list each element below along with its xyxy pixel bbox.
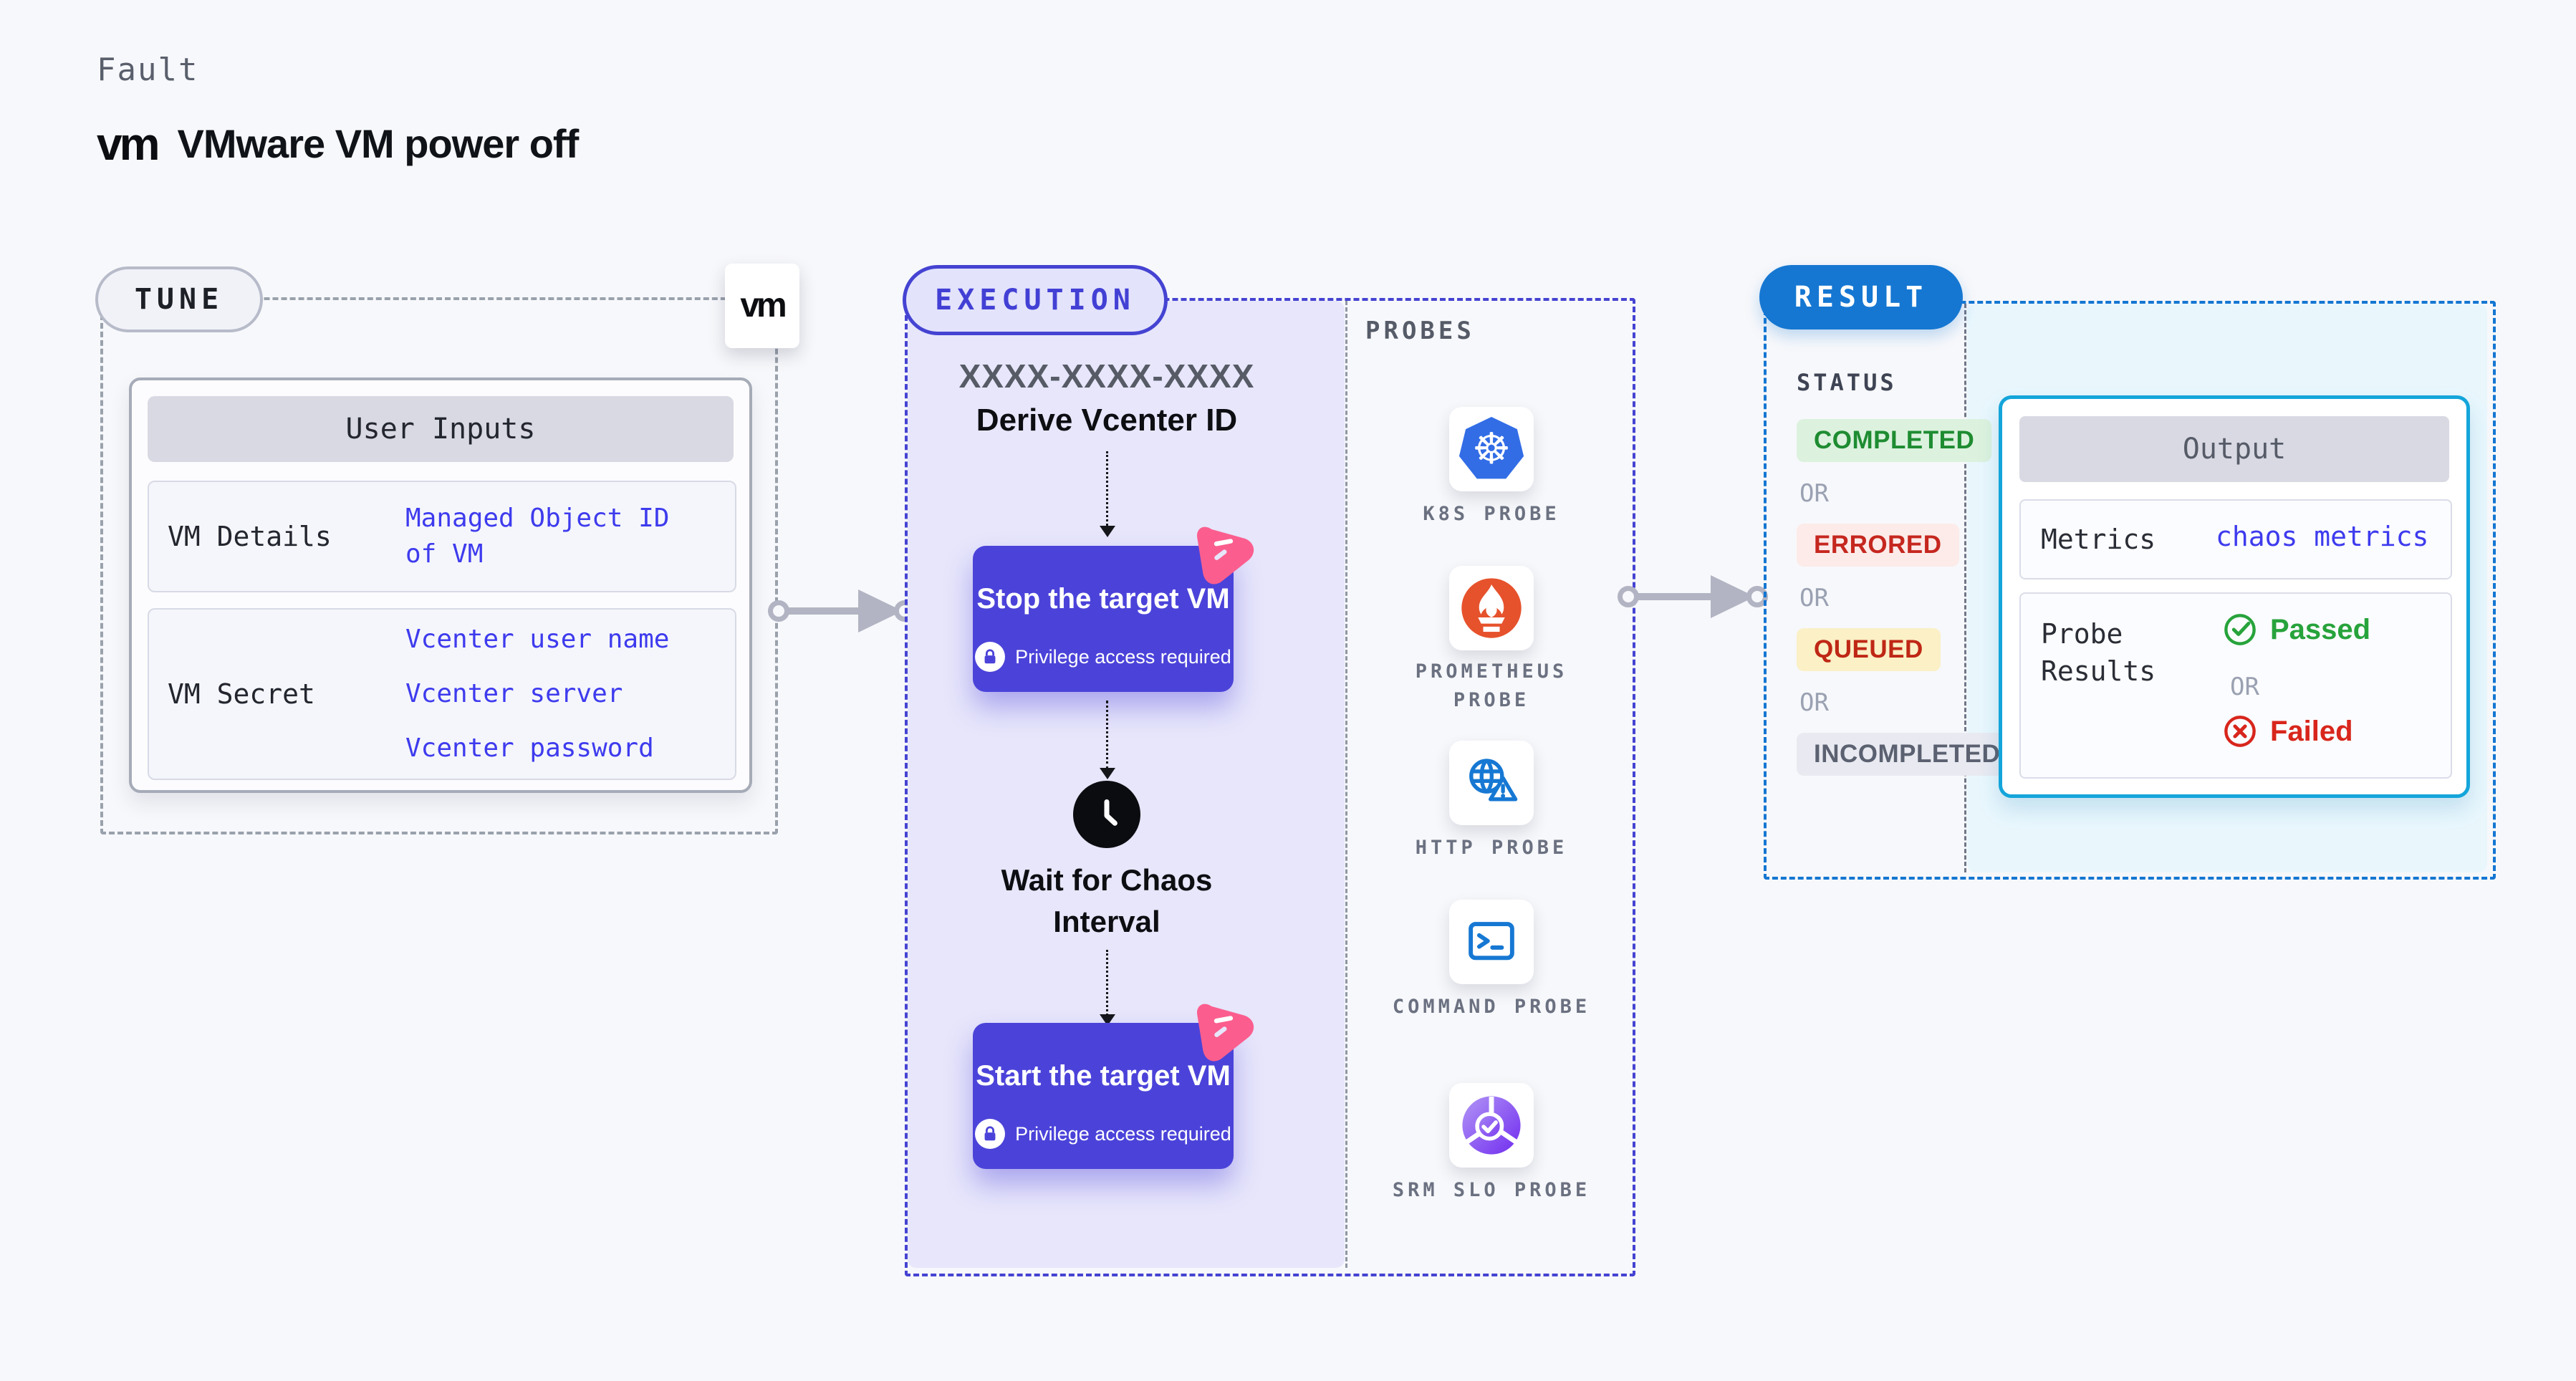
clock-icon: [1073, 781, 1140, 848]
row-value: Managed Object ID of VM: [405, 504, 670, 569]
user-input-row-vm-details: VM Details Managed Object ID of VM: [148, 481, 736, 592]
flow-arrow-icon: [1100, 526, 1115, 537]
passed-label: Passed: [2270, 613, 2371, 645]
lock-icon: [975, 642, 1006, 672]
output-row-metrics: Metrics chaos metrics: [2019, 499, 2452, 579]
lock-icon: [975, 1119, 1006, 1149]
or-label: OR: [1799, 688, 1829, 717]
status-badge-incompleted: INCOMPLETED: [1797, 733, 2018, 776]
output-box: Output Metrics chaos metrics Probe Resul…: [1999, 395, 2470, 798]
prometheus-icon: [1461, 578, 1522, 638]
failed-row: Failed: [2223, 714, 2353, 749]
execution-probes-divider: [1345, 301, 1347, 1268]
user-inputs-title: User Inputs: [148, 396, 734, 462]
x-circle-icon: [2224, 716, 2256, 747]
metrics-value: chaos metrics: [2216, 521, 2429, 552]
row-values: Vcenter user name Vcenter server Vcenter…: [405, 622, 713, 766]
probes-title: PROBES: [1365, 317, 1475, 345]
vmware-logo-icon: vm: [97, 117, 160, 170]
probe-card-prometheus: [1449, 566, 1534, 650]
execution-section-frame: [905, 298, 1635, 1276]
tune-badge: TUNE: [95, 266, 263, 332]
status-title: STATUS: [1797, 369, 1897, 396]
probe-label: K8S PROBE: [1423, 503, 1560, 525]
probe-label: COMMAND PROBE: [1392, 996, 1591, 1018]
user-inputs-card: User Inputs VM Details Managed Object ID…: [129, 377, 752, 793]
derive-vcenter-title: Derive Vcenter ID: [976, 403, 1238, 438]
status-list: COMPLETED OR ERRORED OR QUEUED OR INCOMP…: [1797, 419, 2018, 776]
vmware-card: vm: [725, 264, 799, 348]
or-label: OR: [1799, 584, 1829, 612]
flow-arrow-icon: [1100, 768, 1115, 779]
probe-card-srm-slo: [1449, 1083, 1534, 1168]
row-label: Probe Results: [2041, 618, 2156, 687]
page-title: VMware VM power off: [177, 121, 580, 166]
execution-badge: EXECUTION: [903, 265, 1168, 335]
wait-step-label: Wait for Chaos Interval: [1001, 863, 1213, 938]
row-label: VM Secret: [168, 678, 315, 710]
row-value: Vcenter server: [405, 679, 623, 708]
flow-connector: [1106, 451, 1108, 526]
arrow-tune-to-execution: [785, 607, 860, 615]
row-value: Vcenter password: [405, 733, 654, 763]
row-values: Managed Object ID of VM: [405, 501, 713, 572]
probe-label: SRM SLO PROBE: [1392, 1179, 1591, 1201]
step-title: Start the target VM: [976, 1060, 1231, 1092]
status-badge-queued: QUEUED: [1797, 628, 1941, 671]
arrow-execution-to-result: [1636, 593, 1712, 600]
litmus-chaos-icon: [1197, 1004, 1254, 1062]
probe-card-command: [1449, 900, 1534, 984]
page-title-row: vm VMware VM power off: [97, 117, 580, 170]
vmware-logo-icon: vm: [740, 287, 787, 324]
terminal-icon: [1469, 922, 1514, 961]
row-value: Vcenter user name: [405, 625, 670, 654]
row-label: VM Details: [168, 521, 332, 552]
probe-label: HTTP PROBE: [1415, 837, 1568, 859]
kubernetes-icon: ☸: [1458, 417, 1524, 479]
srm-slo-donut-icon: [1462, 1096, 1521, 1155]
step-title: Stop the target VM: [976, 583, 1230, 615]
fault-eyebrow: Fault: [97, 52, 199, 88]
user-input-row-vm-secret: VM Secret Vcenter user name Vcenter serv…: [148, 608, 736, 780]
start-target-vm-step: Start the target VM Privilege access req…: [973, 1004, 1254, 1169]
probe-card-http: [1449, 741, 1534, 825]
step-note: Privilege access required: [1015, 1122, 1231, 1145]
passed-row: Passed: [2223, 612, 2370, 647]
result-section-frame: [1764, 301, 2496, 880]
stop-target-vm-step: Stop the target VM Privilege access requ…: [973, 526, 1254, 692]
output-row-probe-results: Probe Results Passed OR Failed: [2019, 592, 2452, 779]
step-note: Privilege access required: [1015, 645, 1231, 668]
output-title: Output: [2019, 416, 2449, 482]
status-badge-errored: ERRORED: [1797, 524, 1959, 567]
flow-connector: [1106, 950, 1108, 1016]
or-label: OR: [1799, 479, 1829, 508]
probe-label: PROMETHEUS PROBE: [1415, 660, 1568, 711]
failed-label: Failed: [2270, 715, 2353, 747]
http-globe-icon: [1469, 759, 1518, 802]
probe-card-k8s: ☸: [1449, 407, 1534, 491]
result-badge: RESULT: [1759, 265, 1963, 329]
flow-connector: [1106, 701, 1108, 769]
derive-vcenter-code: XXXX-XXXX-XXXX: [958, 357, 1255, 395]
or-label: OR: [2230, 673, 2259, 701]
row-label: Metrics: [2041, 524, 2156, 555]
check-circle-icon: [2224, 614, 2256, 645]
tune-section-frame: [100, 297, 778, 834]
result-status-divider: [1964, 304, 1966, 872]
status-badge-completed: COMPLETED: [1797, 419, 1992, 462]
litmus-chaos-icon: [1197, 526, 1254, 584]
